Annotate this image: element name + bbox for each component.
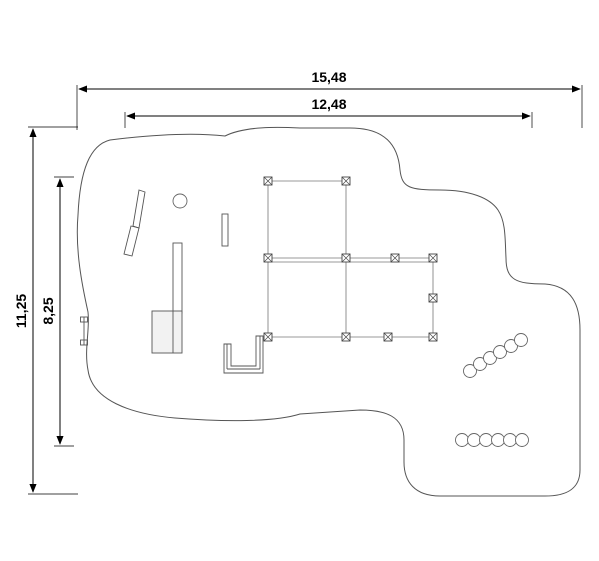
post xyxy=(263,332,273,342)
stepping-disc xyxy=(515,433,529,447)
post xyxy=(341,176,351,186)
frame-posts xyxy=(263,176,438,342)
inner-width-dimension: 12,48 xyxy=(124,96,533,128)
stepping-post xyxy=(172,193,188,209)
stepping-disc xyxy=(491,433,505,447)
small-bench xyxy=(221,213,229,247)
stepping-disc xyxy=(493,345,507,359)
inner-depth-dimension: 8,25 xyxy=(40,176,74,447)
post xyxy=(428,332,438,342)
angled-bench-pieces xyxy=(123,189,146,257)
u-climber xyxy=(223,335,264,374)
stepping-discs-row xyxy=(455,433,529,447)
post xyxy=(263,253,273,263)
overall-depth-dimension: 11,25 xyxy=(13,126,78,495)
play-frame xyxy=(267,180,434,338)
stepping-disc xyxy=(514,333,528,347)
stepping-disc xyxy=(463,364,477,378)
post xyxy=(263,176,273,186)
safety-zone-outline xyxy=(76,126,581,497)
overall-depth-label: 11,25 xyxy=(13,294,29,328)
overall-width-label: 15,48 xyxy=(311,69,346,85)
slide xyxy=(151,242,183,354)
inner-width-label: 12,48 xyxy=(311,96,346,112)
post xyxy=(341,253,351,263)
overall-width-dimension: 15,48 xyxy=(76,69,583,130)
post xyxy=(341,332,351,342)
post xyxy=(428,253,438,263)
stepping-disc xyxy=(455,433,469,447)
stepping-disc xyxy=(503,433,517,447)
stepping-disc xyxy=(479,433,493,447)
small-seesaw xyxy=(80,316,88,346)
inner-depth-label: 8,25 xyxy=(40,297,56,324)
stepping-disc xyxy=(467,433,481,447)
post xyxy=(428,293,438,303)
stepping-discs-diagonal xyxy=(463,333,528,378)
post xyxy=(390,253,400,263)
post xyxy=(383,332,393,342)
